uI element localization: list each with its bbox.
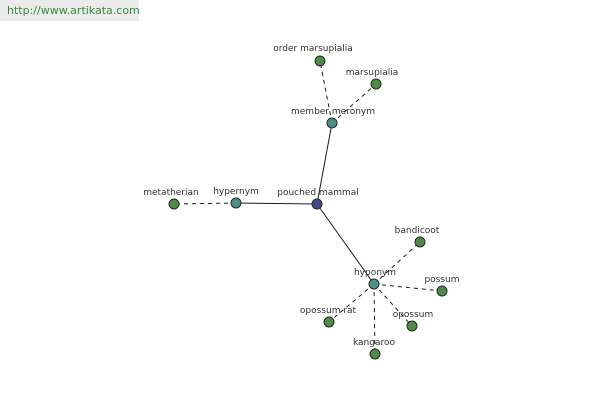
- edge-hypernym-to-metatherian: [173, 202, 237, 205]
- edges-layer: [173, 60, 443, 355]
- edge-member-meronym-to-marsupialia: [331, 83, 377, 124]
- node-member-meronym[interactable]: [326, 117, 338, 129]
- edge-hyponym-to-opossum: [373, 283, 413, 327]
- label-bandicoot[interactable]: bandicoot: [395, 226, 440, 236]
- label-marsupialia[interactable]: marsupialia: [346, 68, 399, 78]
- node-possum[interactable]: [436, 285, 448, 297]
- label-opossum[interactable]: opossum: [393, 310, 434, 320]
- edge-pouched-mammal-to-hypernym: [235, 202, 318, 205]
- node-kangaroo[interactable]: [369, 348, 381, 360]
- site-url-link[interactable]: http://www.artikata.com: [7, 4, 140, 17]
- node-marsupialia[interactable]: [370, 78, 382, 90]
- node-order-marsupialia[interactable]: [314, 55, 326, 67]
- label-hypernym[interactable]: hypernym: [213, 187, 259, 197]
- node-hyponym[interactable]: [368, 278, 380, 290]
- edge-hyponym-to-opossum-rat: [328, 283, 375, 323]
- node-bandicoot[interactable]: [414, 236, 426, 248]
- label-metatherian[interactable]: metatherian: [143, 188, 199, 198]
- node-hypernym[interactable]: [230, 197, 242, 209]
- label-order-marsupialia[interactable]: order marsupialia: [273, 44, 352, 54]
- label-opossum-rat[interactable]: opossum rat: [300, 306, 357, 316]
- edge-pouched-mammal-to-hyponym: [316, 203, 375, 285]
- labels-layer: pouched mammal hypernym member meronym hypo…: [143, 44, 459, 348]
- nodes-layer: [168, 55, 448, 360]
- label-possum[interactable]: possum: [424, 275, 459, 285]
- edge-pouched-mammal-to-member-meronym: [316, 122, 333, 205]
- edge-hyponym-to-bandicoot: [373, 241, 421, 285]
- edge-hyponym-to-possum: [373, 283, 443, 292]
- label-kangaroo[interactable]: kangaroo: [353, 338, 396, 348]
- url-banner: http://www.artikata.com: [0, 0, 140, 21]
- node-metatherian[interactable]: [168, 198, 180, 210]
- label-member-meronym[interactable]: member meronym: [291, 107, 375, 117]
- node-pouched-mammal[interactable]: [311, 198, 323, 210]
- edge-member-meronym-to-order-marsupialia: [319, 60, 333, 124]
- label-hyponym[interactable]: hyponym: [354, 268, 396, 278]
- node-opossum-rat[interactable]: [323, 316, 335, 328]
- edge-hyponym-to-kangaroo: [373, 283, 376, 355]
- label-pouched-mammal[interactable]: pouched mammal: [277, 188, 359, 198]
- node-opossum[interactable]: [406, 320, 418, 332]
